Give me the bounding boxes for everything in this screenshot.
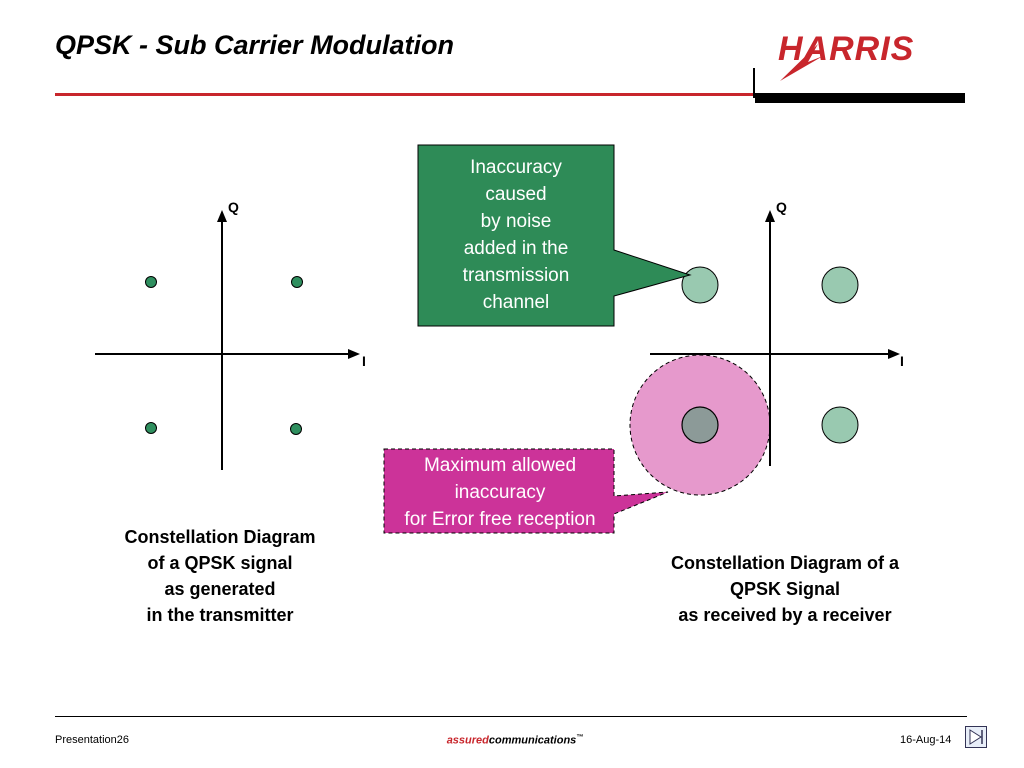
footer-tagline: assuredcommunications™ — [430, 734, 600, 747]
tagline-communications: communications — [488, 734, 577, 747]
left-i-label: I — [362, 353, 366, 369]
caption-line: as generated — [164, 579, 276, 599]
max-callout-box — [383, 448, 669, 534]
caption-line: as received by a receiver — [678, 605, 892, 625]
caption-line: Constellation Diagram — [124, 527, 316, 547]
caption-line: of a QPSK signal — [147, 553, 293, 573]
footer-date: 16-Aug-14 — [900, 734, 952, 746]
symbol-point — [291, 276, 303, 288]
left-axes — [95, 210, 360, 470]
logo-divider — [753, 68, 755, 98]
footer-presentation-name: Presentation26 — [55, 734, 129, 746]
max-callout-text: Maximum allowed inaccuracy for Error fre… — [382, 452, 618, 533]
callout-line: caused — [485, 184, 547, 205]
symbol-point — [145, 422, 157, 434]
right-axes — [650, 210, 900, 466]
callout-line: added in the — [463, 238, 569, 259]
noise-callout-box — [417, 144, 692, 327]
caption-line: Constellation Diagram of a — [670, 553, 900, 573]
received-point — [821, 406, 859, 444]
title-rule-red — [55, 93, 755, 96]
received-point — [681, 406, 719, 444]
logo-swoosh-icon — [780, 44, 823, 81]
callout-line: by noise — [480, 211, 552, 232]
right-i-label: I — [900, 353, 904, 369]
callout-line: Inaccuracy — [470, 157, 562, 178]
symbol-point — [290, 423, 302, 435]
left-q-label: Q — [228, 199, 239, 215]
caption-line: in the transmitter — [146, 605, 294, 625]
slide-title: QPSK - Sub Carrier Modulation — [55, 30, 455, 60]
received-point — [681, 266, 719, 304]
noise-callout-text: Inaccuracy caused by noise added in the … — [420, 154, 612, 316]
left-caption: Constellation Diagram of a QPSK signal a… — [80, 524, 360, 628]
callout-line: channel — [482, 292, 550, 313]
title-rule-black — [755, 93, 965, 103]
next-slide-icon[interactable] — [965, 726, 987, 748]
callout-line: for Error free reception — [404, 509, 596, 530]
callout-line: transmission — [462, 265, 570, 286]
callout-line: Maximum allowed — [423, 455, 577, 476]
footer-rule — [55, 716, 967, 717]
right-q-label: Q — [776, 199, 787, 215]
symbol-point — [145, 276, 157, 288]
received-point — [821, 266, 859, 304]
tagline-assured: assured — [446, 734, 489, 747]
callout-line: inaccuracy — [454, 482, 546, 503]
tagline-tm: ™ — [576, 734, 584, 741]
caption-line: QPSK Signal — [729, 579, 841, 599]
right-caption: Constellation Diagram of a QPSK Signal a… — [630, 550, 940, 628]
